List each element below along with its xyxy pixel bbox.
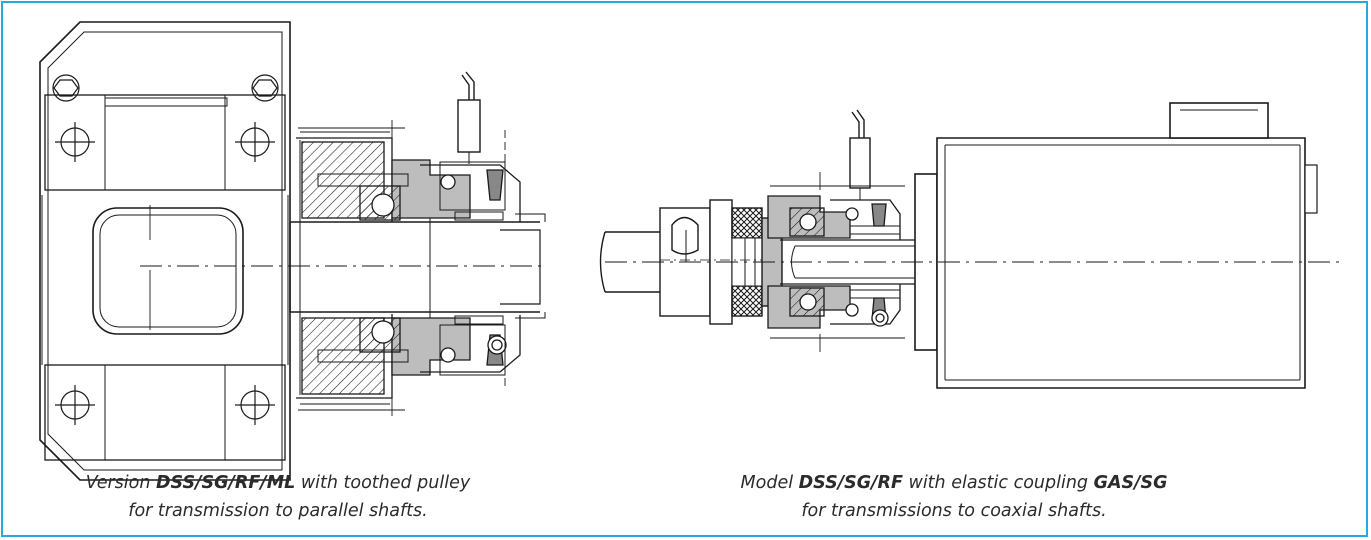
caption-right-prefix: Model <box>740 473 799 493</box>
hub-section <box>359 159 521 376</box>
reference-lines <box>298 120 506 416</box>
caption-right-model: DSS/SG/RF <box>798 473 903 493</box>
caption-left-line2: for transmission to parallel shafts. <box>128 501 428 521</box>
caption-left-model: DSS/SG/RF/ML <box>156 473 296 493</box>
toothed-pulley <box>296 131 393 405</box>
caption-left-prefix: Version <box>85 473 157 493</box>
hex-bolt-icon <box>52 74 279 102</box>
gearbox-housing <box>39 21 291 481</box>
center-axis <box>140 261 1345 267</box>
electric-motor <box>914 102 1318 389</box>
bolt-hole-marks <box>55 122 275 425</box>
caption-right-line1: Model DSS/SG/RF with elastic coupling GA… <box>694 469 1214 497</box>
reference-lines <box>770 172 905 352</box>
caption-right-coupling: GAS/SG <box>1093 473 1168 493</box>
brake-hub-section <box>767 195 915 329</box>
proximity-sensor <box>849 109 871 200</box>
caption-right: Model DSS/SG/RF with elastic coupling GA… <box>694 469 1214 525</box>
caption-left-line1: Version DSS/SG/RF/ML with toothed pulley <box>18 469 538 497</box>
left-assembly-parallel-shafts <box>39 21 546 481</box>
right-assembly-coaxial-shafts <box>599 102 1318 389</box>
input-shaft <box>599 231 665 293</box>
caption-left: Version DSS/SG/RF/ML with toothed pulley… <box>18 469 538 525</box>
proximity-sensor <box>457 71 481 164</box>
caption-right-line2: for transmissions to coaxial shafts. <box>801 501 1107 521</box>
shaft-sleeve <box>289 173 546 363</box>
caption-right-middle: with elastic coupling <box>902 473 1094 493</box>
caption-left-suffix: with toothed pulley <box>295 473 471 493</box>
